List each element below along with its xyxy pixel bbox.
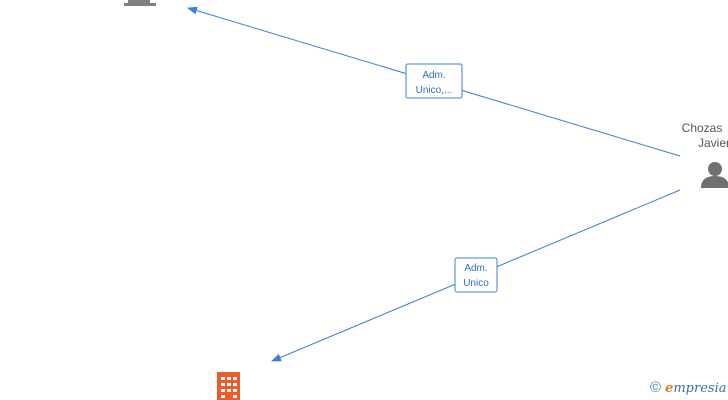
- edge-label-box: [454, 257, 498, 293]
- edge-person-to-bottom-company: Adm. Unico: [271, 189, 681, 362]
- edge-label-line2: Unico,...: [416, 85, 453, 96]
- company-node-top[interactable]: [124, 0, 156, 6]
- brand-initial: e: [665, 381, 674, 396]
- person-name-line2: Javier: [698, 136, 728, 150]
- empresia-watermark: ©empresia: [650, 379, 726, 396]
- edge-person-to-top-company: Adm. Unico,...: [187, 6, 681, 157]
- copyright-symbol: ©: [650, 379, 662, 396]
- building-icon: [217, 372, 240, 400]
- company-node-bottom[interactable]: [217, 372, 240, 400]
- building-icon: [124, 0, 156, 6]
- edge-label-line1: Adm.: [422, 70, 445, 81]
- edge-label-line1: Adm.: [464, 263, 487, 274]
- person-icon: [701, 162, 728, 188]
- person-name-line1: Chozas: [682, 121, 723, 135]
- brand-name: mpresia: [673, 381, 727, 396]
- person-node[interactable]: Chozas Javier: [682, 121, 728, 188]
- edge-label-1[interactable]: Adm. Unico,...: [405, 63, 463, 99]
- edge-label-line2: Unico: [463, 278, 489, 289]
- edge-label-box: [405, 63, 463, 99]
- edge-label-2[interactable]: Adm. Unico: [454, 257, 498, 293]
